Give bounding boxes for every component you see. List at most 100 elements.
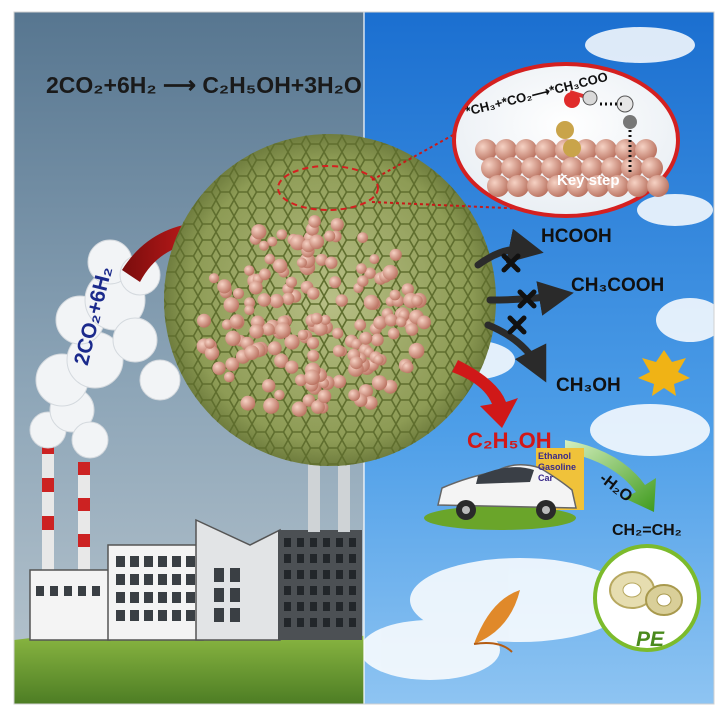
copper-particle bbox=[274, 389, 285, 401]
car-sign: Ethanol Gasoline Car bbox=[538, 451, 582, 484]
factory-window bbox=[230, 588, 240, 602]
factory-window bbox=[323, 618, 330, 627]
factory-window bbox=[284, 586, 291, 595]
copper-particle bbox=[282, 292, 295, 305]
factory-window bbox=[214, 608, 224, 622]
copper-particle bbox=[223, 297, 240, 313]
pe-label: PE bbox=[636, 628, 665, 651]
surface-atom bbox=[621, 157, 643, 179]
blocked-product-hcooh: HCOOH bbox=[541, 226, 612, 247]
factory-window bbox=[158, 610, 167, 621]
factory-window bbox=[116, 592, 125, 603]
surface-atom bbox=[561, 157, 583, 179]
copper-particle bbox=[229, 314, 244, 328]
copper-particle bbox=[359, 331, 373, 345]
blocked-product-methanol: CH₃OH bbox=[556, 375, 621, 396]
blocked-product-acetic-acid: CH₃COOH bbox=[571, 275, 665, 296]
copper-particle bbox=[285, 360, 299, 374]
factory-window bbox=[144, 592, 153, 603]
cross-mark-icon bbox=[501, 253, 537, 335]
key-step-inset bbox=[452, 62, 680, 218]
factory-window bbox=[336, 570, 343, 579]
copper-particle bbox=[244, 345, 260, 360]
copper-particle bbox=[325, 256, 338, 269]
surface-atom bbox=[567, 175, 589, 197]
copper-particle bbox=[395, 316, 407, 328]
factory-window bbox=[336, 586, 343, 595]
copper-particle bbox=[307, 349, 320, 362]
copper-particle bbox=[251, 224, 267, 240]
factory-window bbox=[284, 554, 291, 563]
car-icon bbox=[424, 448, 584, 530]
copper-particle bbox=[373, 315, 387, 330]
factory-window bbox=[297, 570, 304, 579]
copper-particle bbox=[309, 234, 325, 250]
factory-window bbox=[336, 602, 343, 611]
factory-window bbox=[349, 538, 356, 547]
copper-particle bbox=[304, 369, 320, 386]
copper-particle bbox=[244, 265, 255, 276]
factory-window bbox=[323, 602, 330, 611]
copper-particle bbox=[275, 322, 291, 339]
factory-window bbox=[116, 556, 125, 567]
copper-particle bbox=[315, 253, 328, 266]
factory-windows bbox=[36, 538, 356, 627]
zoom-line-top bbox=[371, 129, 463, 181]
factory-window bbox=[336, 538, 343, 547]
factory-window bbox=[284, 602, 291, 611]
copper-particle bbox=[240, 395, 256, 411]
factory-window bbox=[349, 602, 356, 611]
copper-particle bbox=[357, 275, 369, 287]
factory-window bbox=[186, 574, 195, 585]
copper-particle bbox=[262, 323, 275, 336]
factory-window bbox=[310, 586, 317, 595]
copper-particle bbox=[311, 400, 325, 414]
copper-particle bbox=[291, 401, 307, 417]
copper-particle bbox=[295, 374, 307, 387]
copper-particle bbox=[262, 379, 276, 393]
factory-window bbox=[172, 556, 181, 567]
factory-window bbox=[50, 586, 58, 596]
surface-atom bbox=[541, 157, 563, 179]
factory-window bbox=[78, 586, 86, 596]
ground-hill bbox=[14, 627, 364, 704]
factory-window bbox=[297, 586, 304, 595]
surface-atom bbox=[627, 175, 649, 197]
factory-window bbox=[297, 618, 304, 627]
copper-particle bbox=[357, 232, 368, 244]
factory-window bbox=[310, 538, 317, 547]
factory-window bbox=[310, 570, 317, 579]
copper-particle bbox=[267, 341, 282, 356]
key-step-highlight bbox=[277, 165, 379, 211]
ethanol-arrow bbox=[452, 360, 518, 428]
copper-particle bbox=[225, 357, 240, 372]
copper-particle bbox=[320, 314, 331, 325]
copper-particle bbox=[259, 240, 269, 251]
dehydration-arrow bbox=[565, 440, 656, 512]
copper-particle bbox=[408, 342, 425, 359]
frame bbox=[13, 11, 715, 705]
factory-window bbox=[349, 586, 356, 595]
factory-window bbox=[116, 610, 125, 621]
factory-window bbox=[284, 538, 291, 547]
factory-window bbox=[130, 574, 139, 585]
car-sign-line: Ethanol bbox=[538, 451, 571, 461]
factory-window bbox=[323, 538, 330, 547]
copper-particle bbox=[244, 304, 255, 316]
copper-particle bbox=[264, 253, 276, 265]
factory-window bbox=[172, 574, 181, 585]
key-step-label: Key step bbox=[557, 172, 620, 189]
factory-window bbox=[297, 602, 304, 611]
surface-atom bbox=[501, 157, 523, 179]
factory-window bbox=[116, 574, 125, 585]
copper-particle bbox=[263, 397, 280, 414]
copper-particle bbox=[329, 276, 342, 289]
copper-particle bbox=[212, 361, 226, 375]
copper-particle bbox=[267, 236, 278, 247]
ethylene-label: CH₂=CH₂ bbox=[612, 522, 682, 539]
factory-window bbox=[230, 608, 240, 622]
copper-particle bbox=[306, 337, 320, 350]
copper-particle bbox=[332, 327, 344, 339]
